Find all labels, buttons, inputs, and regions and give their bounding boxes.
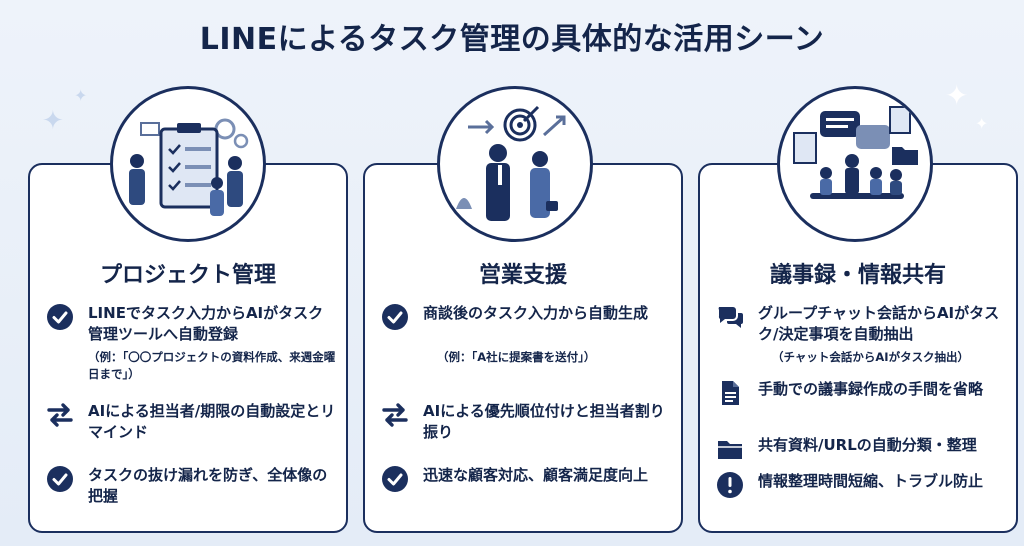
person-icon	[228, 156, 242, 170]
project-team-clipboard-illustration	[110, 86, 266, 242]
swap-arrows-icon	[382, 403, 408, 427]
check-circle-icon	[47, 304, 73, 330]
item-text: タスクの抜け漏れを防ぎ、全体像の把握	[88, 466, 328, 505]
document-icon	[722, 381, 739, 405]
item-text: 手動での議事録作成の手間を省略	[758, 380, 984, 398]
meeting-chat-documents-illustration	[777, 86, 933, 242]
sparkle-icon: ✦	[42, 106, 64, 136]
item-note: （チャット会話からAIがタスク抽出）	[772, 350, 970, 364]
check-circle-icon	[47, 466, 73, 492]
arrow-icon	[468, 119, 495, 135]
gear-icon	[214, 118, 236, 140]
exclamation-circle-icon	[717, 472, 743, 498]
sales-meeting-target-illustration	[437, 86, 593, 242]
page-title: LINEによるタスク管理の具体的な活用シーン	[199, 22, 825, 57]
item-text: AIによる優先順位付けと担当者割り振り	[423, 402, 665, 441]
chat-bubble-icon	[820, 111, 860, 137]
sparkle-icon: ✦	[975, 114, 989, 133]
person-icon	[130, 154, 144, 168]
person-icon	[211, 177, 223, 189]
card-heading: 議事録・情報共有	[769, 263, 946, 288]
check-circle-icon	[382, 304, 408, 330]
folder-icon	[718, 441, 742, 459]
person-icon	[532, 151, 548, 167]
item-text: グループチャット会話からAIがタスク/決定事項を自動抽出	[758, 304, 1000, 343]
sparkle-icon: ✦	[945, 79, 969, 112]
chat-bubbles-icon	[718, 307, 743, 328]
chat-bubble-icon	[856, 125, 890, 149]
item-note: （例：「〇〇プロジェクトの資料作成、来週金曜日まで」）	[88, 350, 336, 381]
item-text: 商談後のタスク入力から自動生成	[423, 304, 649, 322]
person-icon	[489, 144, 507, 162]
person-icon	[845, 154, 859, 168]
briefcase-icon	[546, 201, 558, 211]
mail-icon	[140, 122, 160, 136]
swap-arrows-icon	[47, 403, 73, 427]
item-text: LINEでタスク入力からAIがタスク管理ツールへ自動登録	[88, 304, 324, 343]
gear-icon	[233, 133, 249, 149]
item-text: 迅速な顧客対応、顧客満足度向上	[423, 466, 649, 484]
plant-icon	[456, 198, 472, 209]
folder-icon	[892, 147, 918, 165]
person-icon	[870, 167, 882, 179]
person-icon	[890, 169, 902, 181]
sparkle-icon: ✦	[74, 86, 88, 105]
item-text: AIによる担当者/期限の自動設定とリマインド	[88, 402, 336, 441]
card-heading: 営業支援	[478, 263, 567, 288]
check-circle-icon	[382, 466, 408, 492]
item-text: 情報整理時間短縮、トラブル防止	[758, 472, 984, 490]
document-icon	[793, 132, 817, 164]
person-icon	[820, 167, 832, 179]
document-icon	[889, 106, 911, 134]
trend-arrow-icon	[542, 115, 566, 137]
item-text: 共有資料/URLの自動分類・整理	[758, 436, 977, 454]
target-icon	[503, 108, 537, 142]
card-heading: プロジェクト管理	[99, 263, 276, 288]
item-note: （例：「A社に提案書を送付」）	[437, 350, 596, 364]
